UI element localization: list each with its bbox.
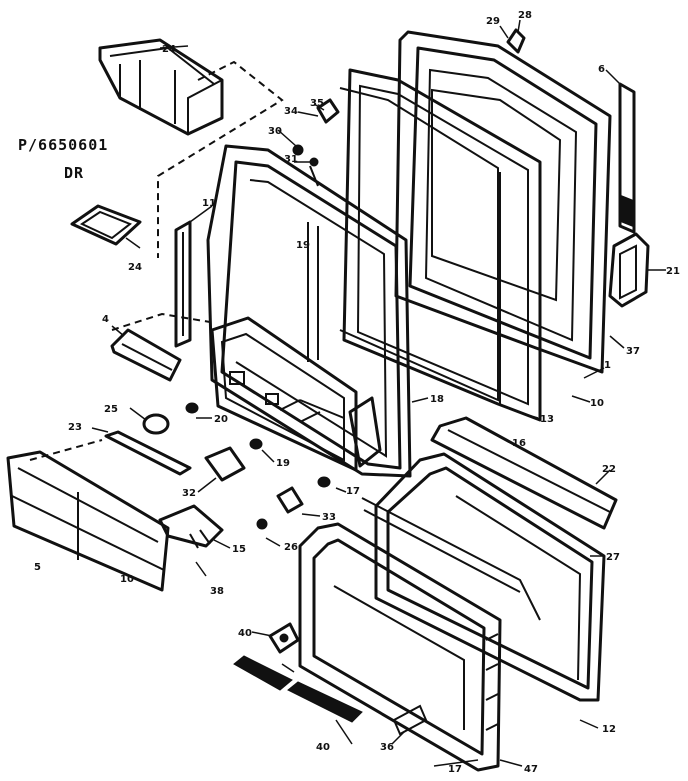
callout-6: 6	[598, 64, 605, 75]
right-gasket-strip-part	[618, 82, 636, 234]
callout-32: 32	[182, 488, 196, 499]
callout-23: 23	[68, 422, 82, 433]
callout-15: 15	[232, 544, 246, 555]
gasket-strips-part	[233, 655, 363, 723]
callout-38: 38	[210, 586, 224, 597]
callout-29: 29	[486, 16, 500, 27]
top-hinge-hardware-part	[292, 28, 526, 187]
callout-20: 20	[214, 414, 228, 425]
callout-34: 34	[284, 106, 298, 117]
callout-21-handle: 21	[666, 266, 680, 277]
hinge-pin-part	[256, 486, 304, 530]
callout-37-lower: 27	[606, 552, 620, 563]
small-fittings-part	[142, 402, 331, 488]
callout-labels: 24 24 29 28 6 34 35 30 31 11 4 19 21 37 …	[34, 10, 680, 775]
front-cover-panel-part	[6, 439, 170, 592]
ice-tray-part	[70, 204, 142, 246]
callout-35: 35	[310, 98, 324, 109]
lower-clip-part	[158, 504, 224, 549]
inner-door-frame-part	[206, 144, 412, 478]
model-sub-reference: DR	[64, 164, 84, 182]
callout-10-lower: 10	[120, 574, 134, 585]
callout-19-lower: 19	[276, 458, 290, 469]
leader-lines	[91, 19, 666, 767]
model-reference: P/6650601	[18, 136, 108, 154]
callout-40-upper: 40	[238, 628, 252, 639]
callout-19-upper: 19	[296, 240, 310, 251]
bottom-drawer-door-part	[298, 522, 502, 772]
callout-5: 5	[34, 562, 41, 573]
callout-16: 16	[512, 438, 526, 449]
lower-hinge-part	[268, 622, 300, 654]
callout-36: 36	[380, 742, 394, 753]
callout-4: 4	[102, 314, 109, 325]
callout-30: 30	[268, 126, 282, 137]
lower-bracket-part	[110, 312, 211, 382]
callout-31: 31	[284, 154, 298, 165]
callout-25: 25	[104, 404, 118, 415]
callout-17-upper: 17	[346, 486, 360, 497]
door-shelf-assembly-part	[210, 316, 382, 472]
callout-12: 12	[602, 724, 616, 735]
callout-24-basket: 24	[162, 44, 176, 55]
callout-22: 22	[602, 464, 616, 475]
callout-28: 28	[518, 10, 532, 21]
callout-26: 26	[284, 542, 298, 553]
callout-13: 13	[540, 414, 554, 425]
left-hinge-bar-part	[174, 220, 192, 348]
right-door-shelf-part	[430, 416, 618, 530]
callout-17-lower: 17	[448, 764, 462, 775]
callout-1: 1	[604, 360, 611, 371]
callout-24-tray: 24	[128, 262, 142, 273]
door-handle-part	[608, 232, 650, 308]
callout-47: 47	[524, 764, 538, 775]
outer-door-frame-part	[394, 30, 612, 374]
callout-33: 33	[322, 512, 336, 523]
callout-11: 11	[202, 198, 216, 209]
shelf-rod-part	[104, 430, 192, 476]
lower-door-frame-part	[361, 452, 606, 702]
callout-18: 18	[430, 394, 444, 405]
callout-10-upper: 10	[590, 398, 604, 409]
door-liner-part	[339, 68, 542, 422]
callout-37-upper: 37	[626, 346, 640, 357]
callout-40-lower: 40	[316, 742, 330, 753]
